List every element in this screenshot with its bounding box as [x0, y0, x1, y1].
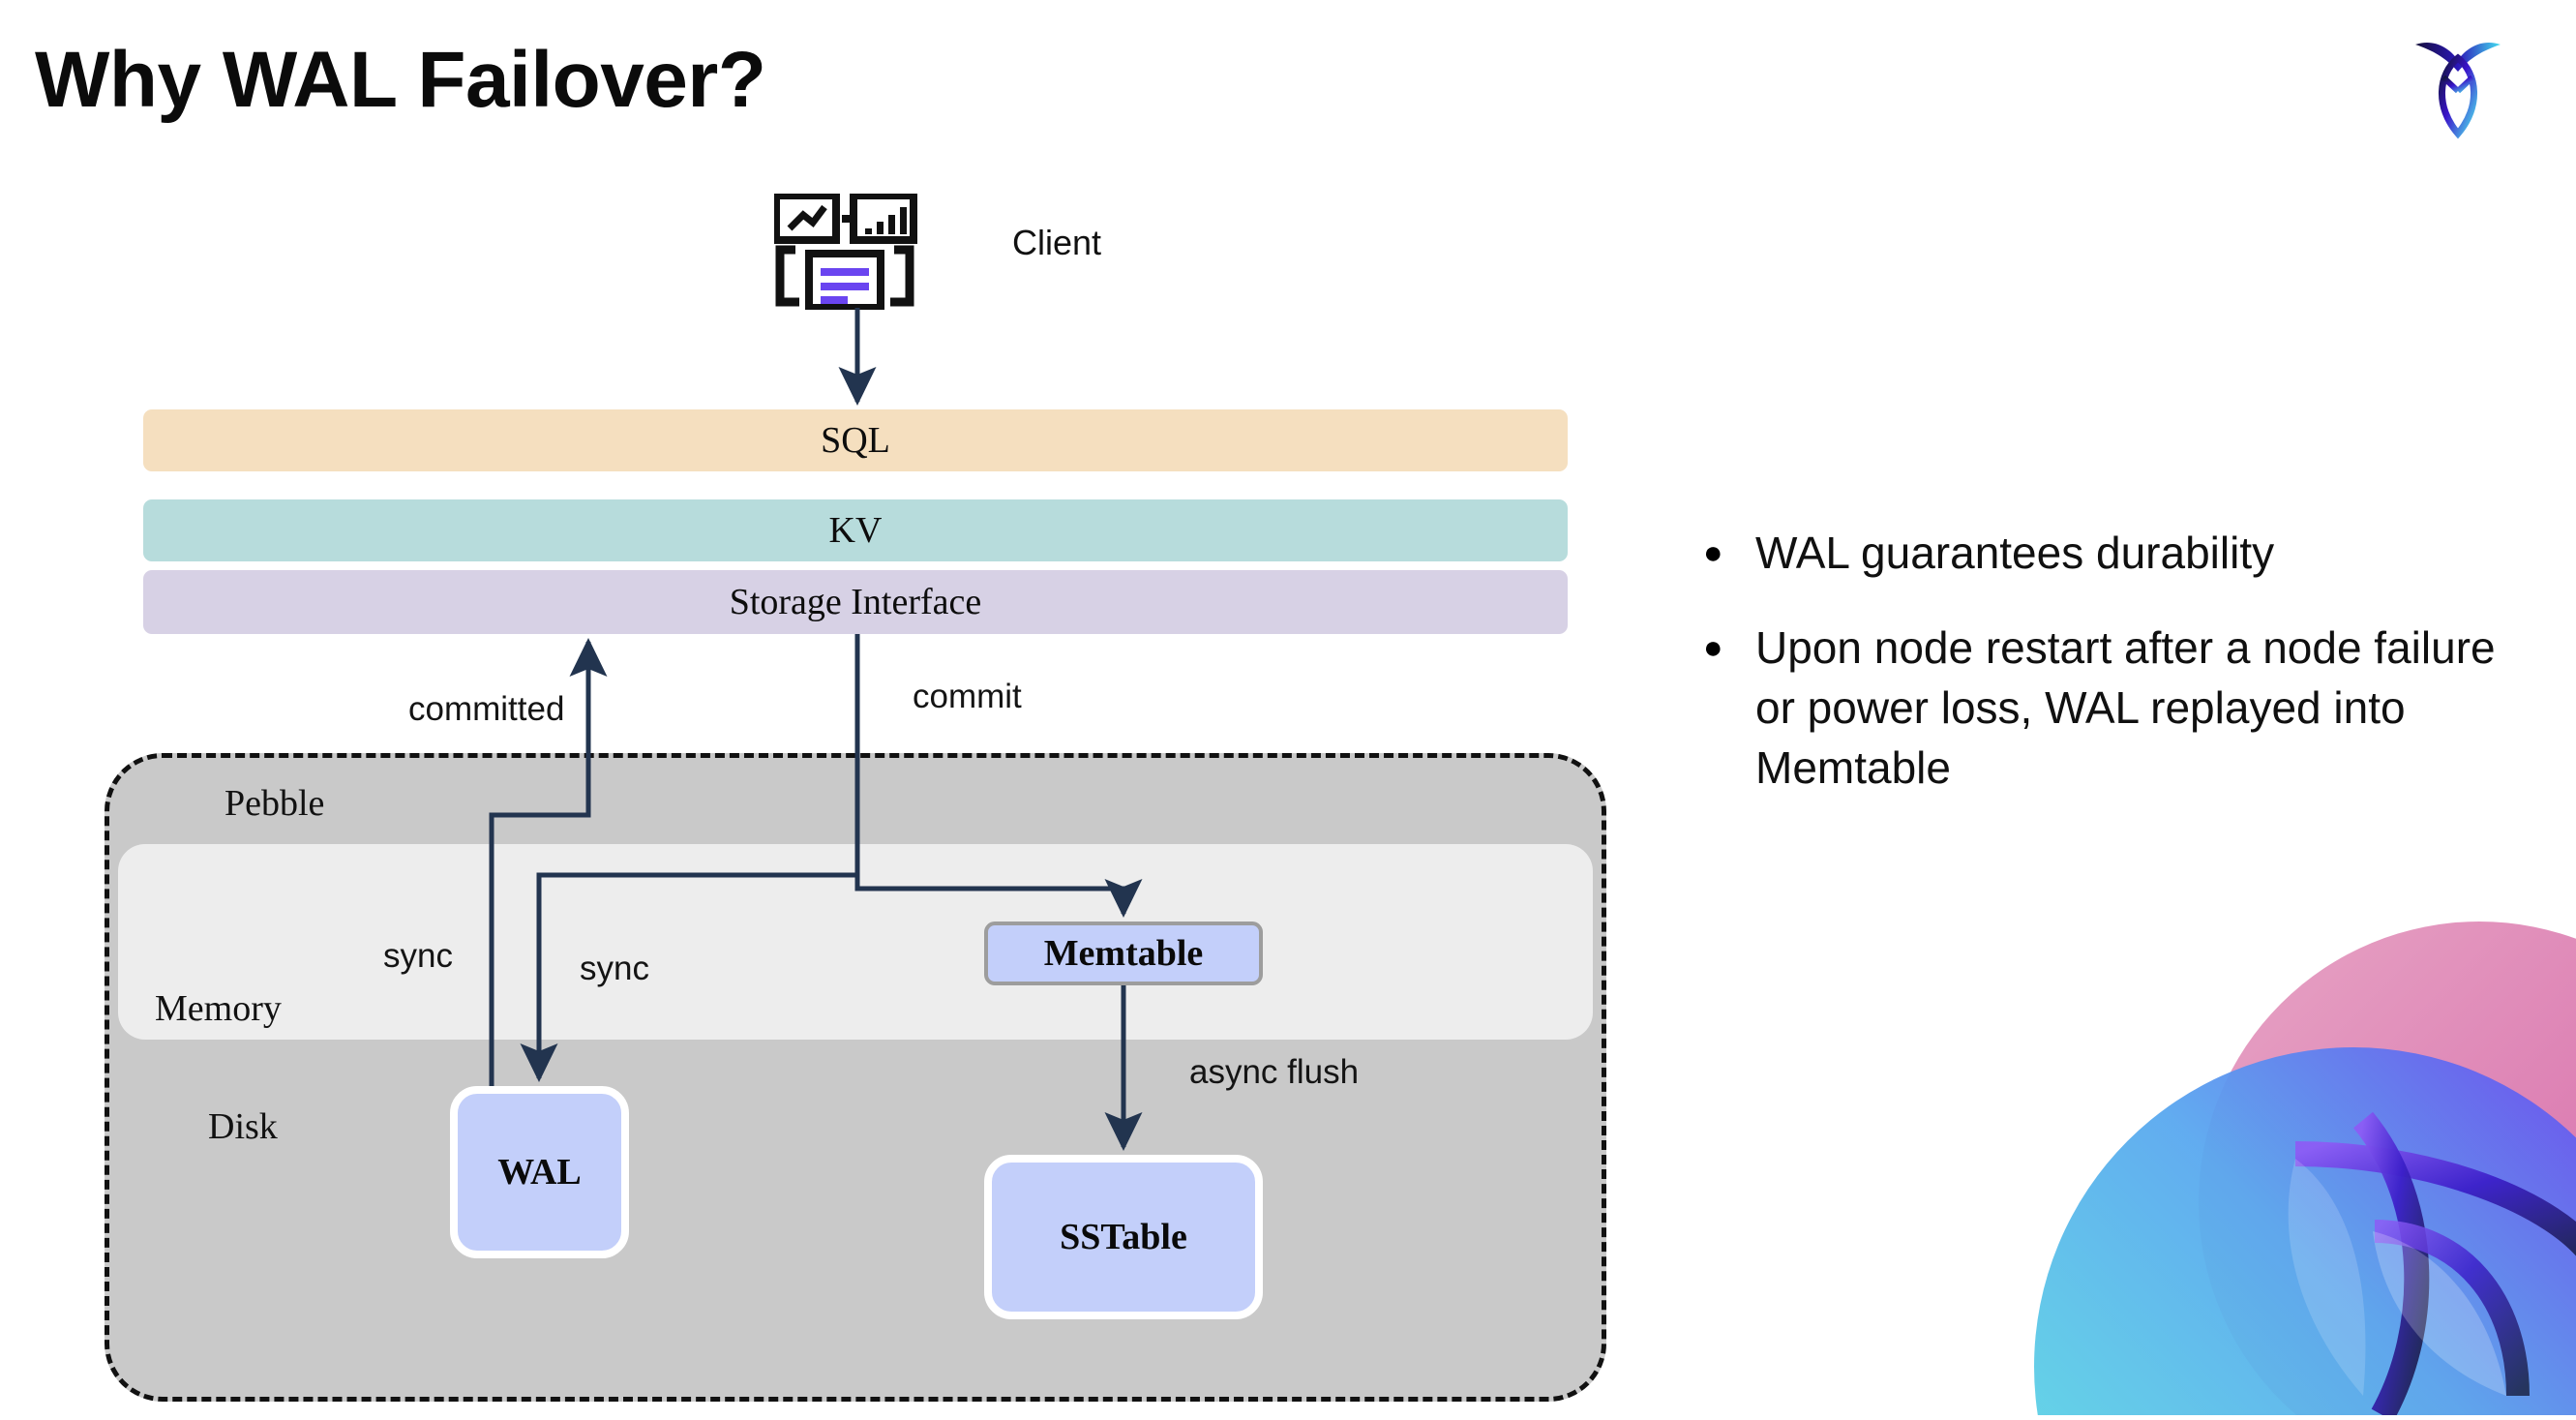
- list-item: ● WAL guarantees durability: [1703, 523, 2526, 583]
- edge-label-async-flush: async flush: [1189, 1053, 1360, 1091]
- memory-region: [118, 844, 1593, 1040]
- edge-label-sync-down: sync: [580, 950, 649, 987]
- bullet-list: ● WAL guarantees durability ● Upon node …: [1703, 523, 2526, 832]
- node-wal: WAL: [450, 1086, 629, 1258]
- client-dashboard-icon: [772, 192, 929, 312]
- edge-label-committed: committed: [408, 690, 565, 728]
- node-sstable: SSTable: [984, 1155, 1263, 1319]
- node-memtable: Memtable: [984, 921, 1263, 985]
- list-item: ● Upon node restart after a node failure…: [1703, 618, 2526, 798]
- bullet-marker-icon: ●: [1703, 534, 1723, 571]
- layer-bar-storage-interface-label: Storage Interface: [729, 582, 982, 622]
- layer-bar-storage-interface: Storage Interface: [143, 570, 1568, 634]
- edge-label-commit: commit: [913, 678, 1022, 715]
- layer-bar-kv: KV: [143, 499, 1568, 561]
- layer-bar-sql: SQL: [143, 409, 1568, 471]
- decorative-logo-graphic: [1976, 912, 2576, 1415]
- cockroachdb-logo-icon: [2411, 31, 2504, 139]
- layer-bar-kv-label: KV: [828, 510, 883, 551]
- pebble-label: Pebble: [225, 783, 325, 824]
- bullet-text: WAL guarantees durability: [1755, 528, 2275, 578]
- edge-label-sync-up: sync: [383, 937, 453, 975]
- disk-label: Disk: [208, 1106, 278, 1147]
- page-title: Why WAL Failover?: [35, 36, 766, 124]
- memory-label: Memory: [155, 988, 282, 1029]
- bullet-text: Upon node restart after a node failure o…: [1755, 622, 2496, 793]
- client-label: Client: [1012, 223, 1102, 262]
- node-memtable-label: Memtable: [1043, 933, 1204, 974]
- layer-bar-sql-label: SQL: [821, 420, 890, 461]
- bullet-marker-icon: ●: [1703, 629, 1723, 666]
- node-sstable-label: SSTable: [1060, 1217, 1187, 1257]
- node-wal-label: WAL: [497, 1152, 582, 1193]
